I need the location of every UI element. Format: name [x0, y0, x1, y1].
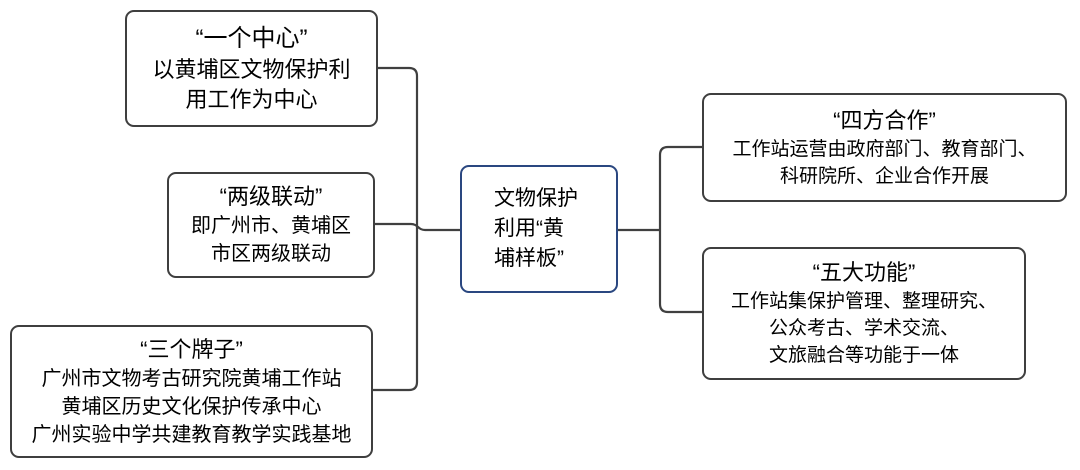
node-one-center-title: “一个中心”	[195, 24, 308, 52]
node-two-level-linkage: “两级联动” 即广州市、黄埔区 市区两级联动	[167, 172, 375, 278]
node-huangpu-model-line: 埔样板”	[494, 247, 564, 270]
node-two-level-linkage-line: 即广州市、黄埔区	[191, 215, 351, 237]
left-bracket-connector	[373, 66, 419, 392]
node-four-party-cooperation-line: 科研院所、企业合作开展	[779, 165, 989, 187]
node-four-party-cooperation-title: “四方合作”	[833, 107, 936, 133]
node-huangpu-model-center: 文物保护 利用“黄 埔样板”	[460, 165, 618, 293]
node-three-plaques-line: 广州市文物考古研究院黄埔工作站	[41, 367, 342, 390]
node-huangpu-model-line: 文物保护	[494, 187, 578, 210]
node-three-plaques-line: 黄埔区历史文化保护传承中心	[61, 395, 322, 418]
node-three-plaques-title: “三个牌子”	[140, 336, 243, 362]
node-five-functions: “五大功能” 工作站集保护管理、整理研究、 公众考古、学术交流、 文旅融合等功能…	[702, 247, 1026, 380]
node-two-level-linkage-line: 市区两级联动	[211, 243, 331, 265]
node-five-functions-line: 工作站集保护管理、整理研究、	[730, 291, 997, 312]
node-three-plaques: “三个牌子” 广州市文物考古研究院黄埔工作站 黄埔区历史文化保护传承中心 广州实…	[10, 325, 373, 458]
node-one-center: “一个中心” 以黄埔区文物保护利 用工作为中心	[125, 10, 378, 127]
node-huangpu-model-line: 利用“黄	[494, 217, 564, 240]
node-two-level-linkage-title: “两级联动”	[219, 184, 323, 209]
node-five-functions-line: 公众考古、学术交流、	[768, 318, 959, 339]
node-one-center-line: 以黄埔区文物保护利	[152, 56, 351, 82]
node-five-functions-line: 文旅融合等功能于一体	[768, 345, 959, 366]
node-four-party-cooperation: “四方合作” 工作站运营由政府部门、教育部门、 科研院所、企业合作开展	[702, 93, 1067, 202]
node-five-functions-title: “五大功能”	[812, 260, 916, 285]
right-bracket-connector	[658, 145, 703, 314]
node-one-center-line: 用工作为中心	[185, 86, 318, 112]
middle-left-connector	[375, 222, 461, 232]
node-three-plaques-line: 广州实验中学共建教育教学实践基地	[31, 423, 352, 446]
node-four-party-cooperation-line: 工作站运营由政府部门、教育部门、	[732, 138, 1037, 160]
